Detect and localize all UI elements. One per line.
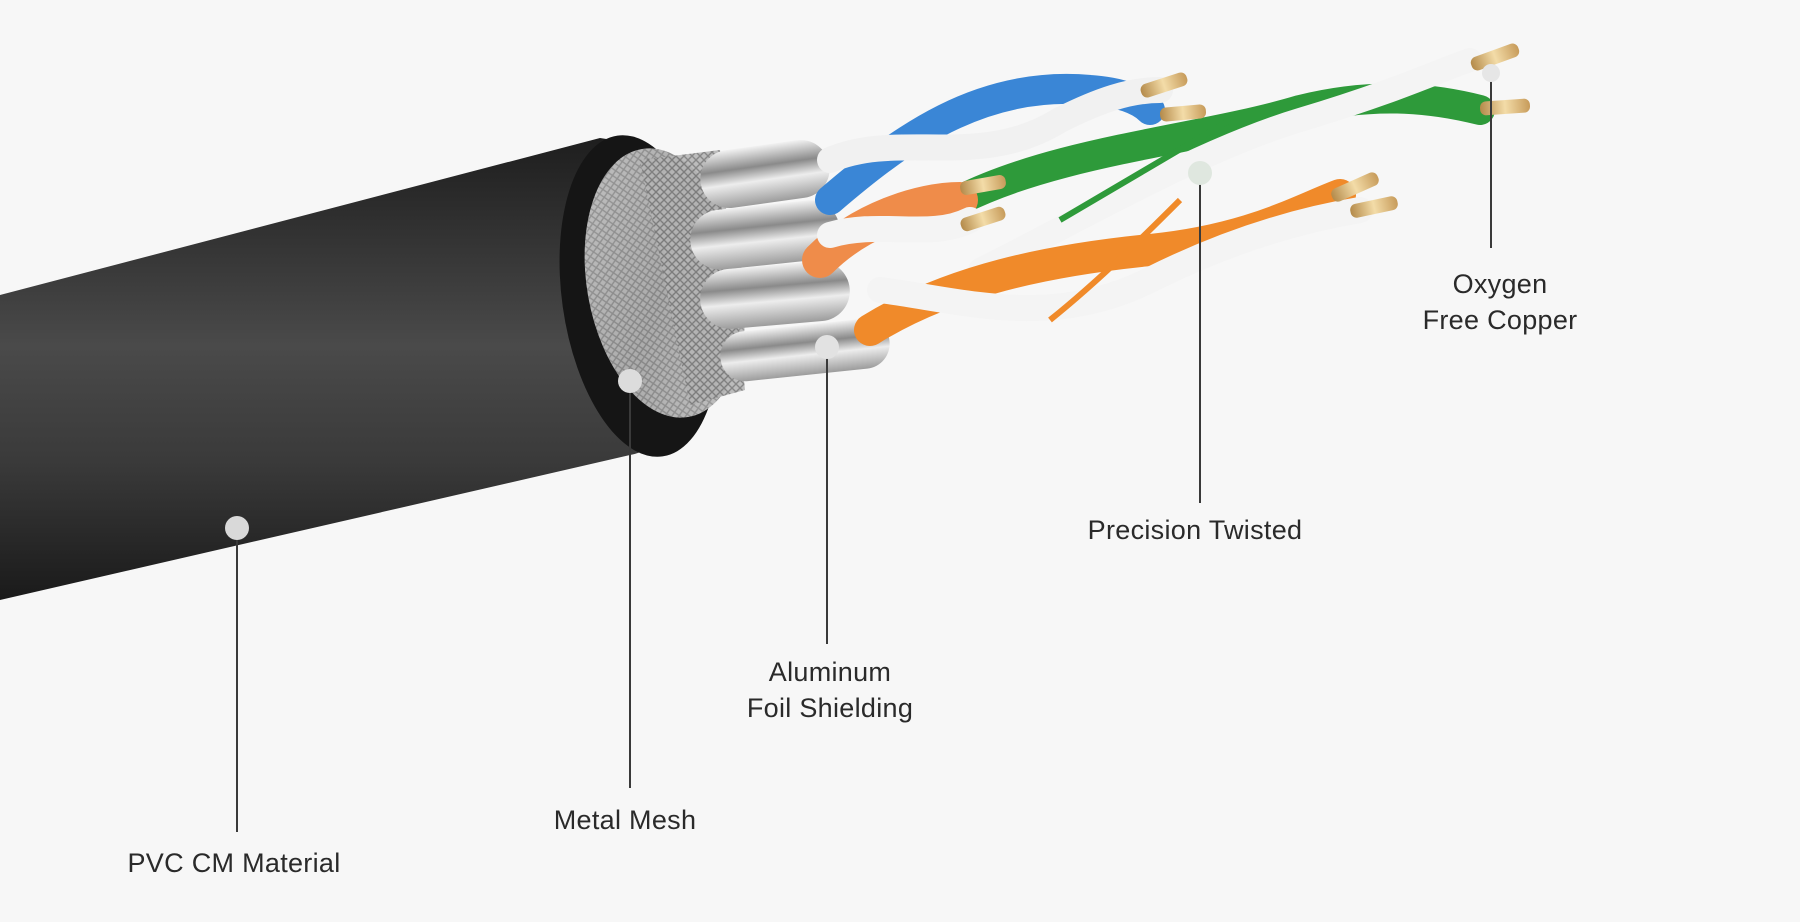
callout-copper xyxy=(1482,64,1500,248)
label-pvc-text: PVC CM Material xyxy=(127,848,341,878)
callout-mesh xyxy=(618,369,642,788)
callout-foil xyxy=(815,335,839,644)
twisted-pair-green xyxy=(945,48,1495,282)
copper-conductors xyxy=(960,43,1531,232)
callout-pvc xyxy=(225,516,249,832)
label-foil-line2: Foil Shielding xyxy=(746,693,914,723)
label-oxygen-free-copper: Oxygen Free Copper xyxy=(1423,266,1578,338)
label-metal-mesh: Metal Mesh xyxy=(554,802,697,838)
label-foil-line1: Aluminum xyxy=(768,657,892,687)
twisted-pair-orange xyxy=(854,179,1373,346)
callout-twisted xyxy=(1188,161,1212,503)
aluminum-foil-shields xyxy=(690,139,890,382)
label-copper-line2: Free Copper xyxy=(1422,305,1578,335)
twisted-pair-blue xyxy=(815,73,1173,215)
label-pvc-cm-material: PVC CM Material xyxy=(127,845,340,881)
label-copper-line1: Oxygen xyxy=(1452,269,1548,299)
label-twisted-text: Precision Twisted xyxy=(1087,515,1303,545)
twisted-pair-orange-light xyxy=(802,182,983,278)
label-precision-twisted: Precision Twisted xyxy=(1088,512,1303,548)
label-aluminum-foil-shielding: Aluminum Foil Shielding xyxy=(747,654,913,726)
label-mesh-text: Metal Mesh xyxy=(553,805,697,835)
